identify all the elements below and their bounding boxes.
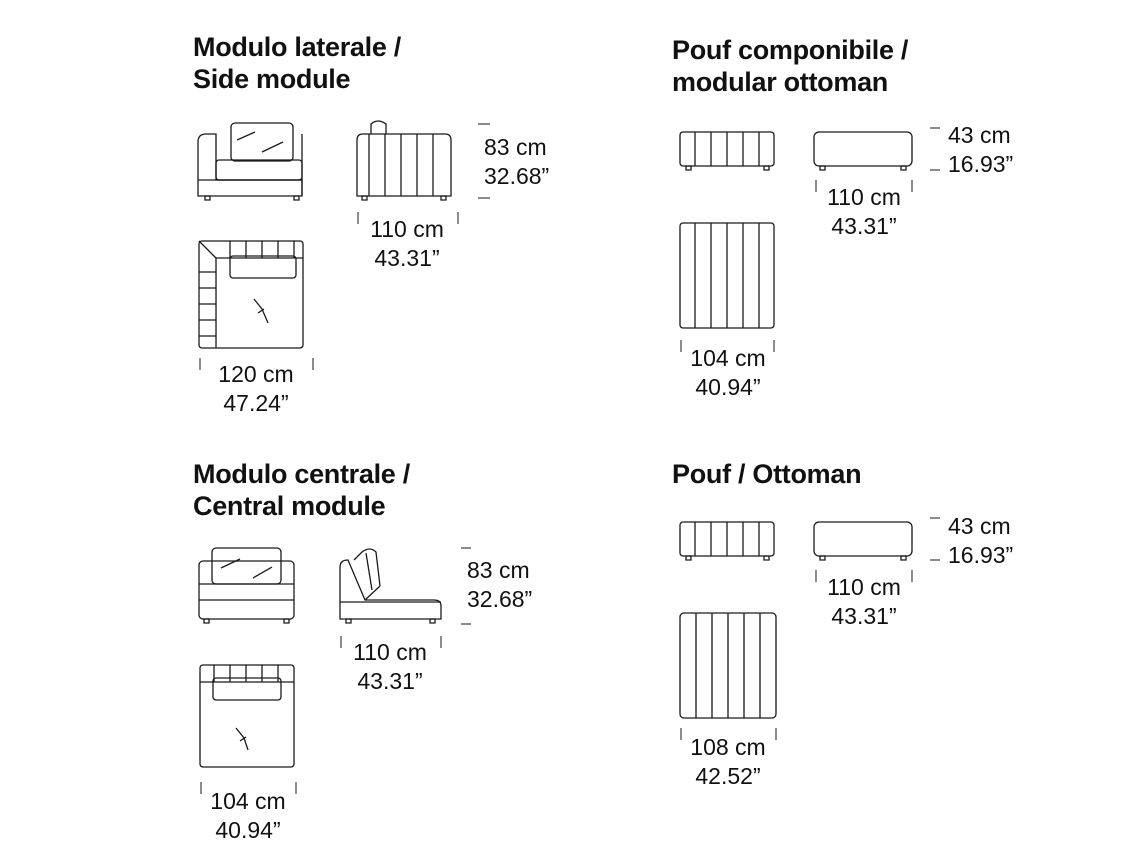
modular-ottoman-title-en: modular ottoman [672,67,888,97]
modular-ottoman-side-view [814,132,912,170]
modular-ottoman-height-label: 43 cm 16.93” [948,121,1013,179]
modular-ottoman-title-it: Pouf componibile / [672,35,909,65]
modular-ottoman-depth-cm: 110 cm [827,184,901,210]
ottoman-width-cm: 108 cm [690,734,766,760]
modular-ottoman-height-in: 16.93” [948,151,1014,177]
central-module-front-view [199,548,294,623]
side-module-depth-label: 110 cm 43.31” [362,215,452,273]
ottoman-front-view [680,522,774,560]
modular-ottoman-depth-in: 43.31” [831,213,897,239]
side-module-height-in: 32.68” [484,163,550,189]
side-module-depth-in: 43.31” [374,245,440,271]
side-module-dimension-ticks [200,124,490,370]
central-module-top-view [200,665,294,767]
side-module-title-it: Modulo laterale / [193,32,401,62]
ottoman-height-cm: 43 cm [948,513,1011,539]
modular-ottoman-height-cm: 43 cm [948,122,1011,148]
ottoman-title: Pouf / Ottoman [672,458,862,490]
central-module-depth-label: 110 cm 43.31” [345,638,435,696]
side-module-height-label: 83 cm 32.68” [484,133,549,191]
central-module-title: Modulo centrale / Central module [193,458,410,522]
side-module-front-view [198,123,302,200]
modular-ottoman-depth-label: 110 cm 43.31” [818,183,910,241]
central-module-height-cm: 83 cm [467,557,530,583]
central-module-side-view [340,549,441,623]
modular-ottoman-width-cm: 104 cm [690,345,766,371]
central-module-height-label: 83 cm 32.68” [467,556,532,614]
modular-ottoman-front-view [680,132,774,170]
modular-ottoman-title: Pouf componibile / modular ottoman [672,34,908,98]
ottoman-title-text: Pouf / Ottoman [672,459,862,489]
ottoman-top-view [680,613,776,718]
ottoman-width-in: 42.52” [695,763,761,789]
modular-ottoman-dimension-ticks [681,128,940,352]
side-module-title-en: Side module [193,64,351,94]
side-module-width-label: 120 cm 47.24” [210,360,302,418]
modular-ottoman-top-view [680,223,774,328]
ottoman-depth-cm: 110 cm [827,574,901,600]
side-module-width-in: 47.24” [223,390,289,416]
modular-ottoman-width-in: 40.94” [695,374,761,400]
central-module-dimension-ticks [201,548,471,794]
central-module-depth-in: 43.31” [357,668,423,694]
ottoman-depth-label: 110 cm 43.31” [818,573,910,631]
side-module-height-cm: 83 cm [484,134,547,160]
central-module-title-it: Modulo centrale / [193,459,410,489]
ottoman-dimension-ticks [681,518,940,740]
central-module-height-in: 32.68” [467,586,533,612]
central-module-depth-cm: 110 cm [353,639,427,665]
ottoman-width-label: 108 cm 42.52” [682,733,774,791]
ottoman-depth-in: 43.31” [831,603,897,629]
side-module-top-view [199,241,303,348]
side-module-title: Modulo laterale / Side module [193,31,401,95]
side-module-side-view [357,121,451,200]
central-module-width-label: 104 cm 40.94” [202,787,294,845]
central-module-width-in: 40.94” [215,817,281,843]
ottoman-side-view [814,522,912,560]
central-module-title-en: Central module [193,491,386,521]
ottoman-height-label: 43 cm 16.93” [948,512,1013,570]
side-module-width-cm: 120 cm [218,361,294,387]
central-module-width-cm: 104 cm [210,788,286,814]
modular-ottoman-width-label: 104 cm 40.94” [682,344,774,402]
side-module-depth-cm: 110 cm [370,216,444,242]
ottoman-height-in: 16.93” [948,542,1014,568]
